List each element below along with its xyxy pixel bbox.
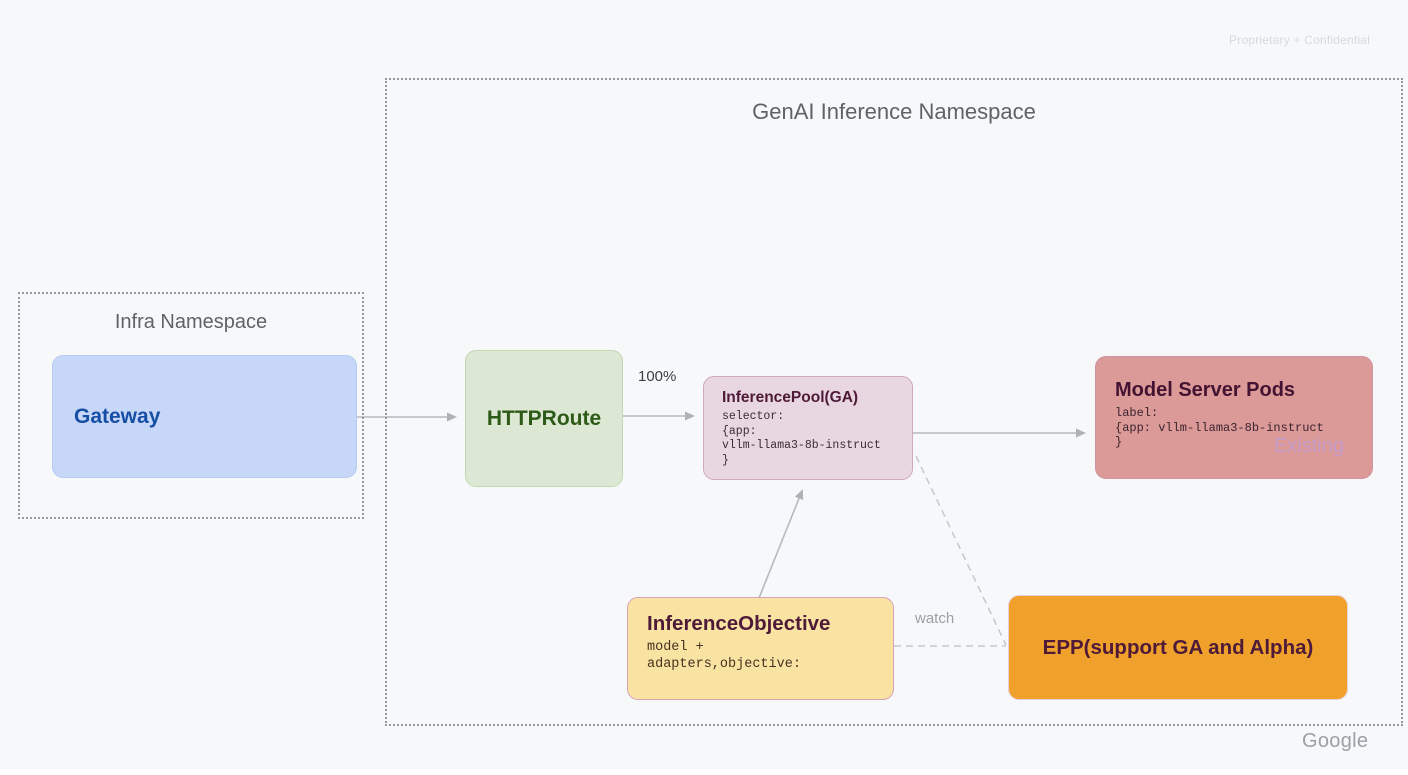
inference-pool-title: InferencePool(GA) (722, 389, 859, 406)
infra-namespace-title: Infra Namespace (114, 311, 268, 333)
existing-status-label: Existing (1273, 435, 1344, 457)
inference-objective-title: InferenceObjective (647, 612, 831, 635)
model-server-pods-label-line: {app: vllm-llama3-8b-instruct (1115, 420, 1324, 435)
inference-pool-node: InferencePool(GA) selector: {app: vllm-l… (703, 376, 913, 480)
model-server-pods-label-line: label: (1115, 406, 1159, 420)
edge-label-watch: watch (915, 610, 955, 627)
inference-pool-selector-line: vllm-llama3-8b-instruct (722, 439, 881, 452)
bottom-strip (0, 769, 1408, 775)
httproute-label: HTTPRoute (486, 406, 602, 430)
gateway-label: Gateway (74, 404, 161, 428)
gateway-node: Gateway (52, 355, 357, 478)
inference-pool-selector-line: selector: (722, 410, 785, 423)
httproute-node: HTTPRoute (465, 350, 623, 487)
epp-label: EPP(support GA and Alpha) (1042, 635, 1314, 659)
model-server-pods-title: Model Server Pods (1115, 379, 1296, 401)
inference-objective-line: adapters,objective: (647, 657, 801, 672)
inference-objective-node: InferenceObjective model + adapters,obje… (627, 597, 894, 700)
model-server-pods-label-line: } (1115, 435, 1123, 449)
infra-namespace-box: Infra Namespace (18, 292, 364, 519)
inference-objective-line: model + (647, 640, 704, 655)
inference-pool-selector-line: } (722, 453, 729, 467)
epp-node: EPP(support GA and Alpha) (1008, 595, 1348, 700)
edge-label-100pct: 100% (638, 368, 677, 385)
inference-pool-selector-line: {app: (722, 424, 757, 438)
genai-namespace-title: GenAI Inference Namespace (752, 99, 1036, 124)
genai-namespace-box: GenAI Inference Namespace (385, 78, 1403, 726)
google-logo: Google (1302, 730, 1369, 752)
model-server-pods-node: Model Server Pods label: {app: vllm-llam… (1095, 356, 1373, 479)
confidentiality-watermark: Proprietary + Confidential (1229, 33, 1370, 47)
